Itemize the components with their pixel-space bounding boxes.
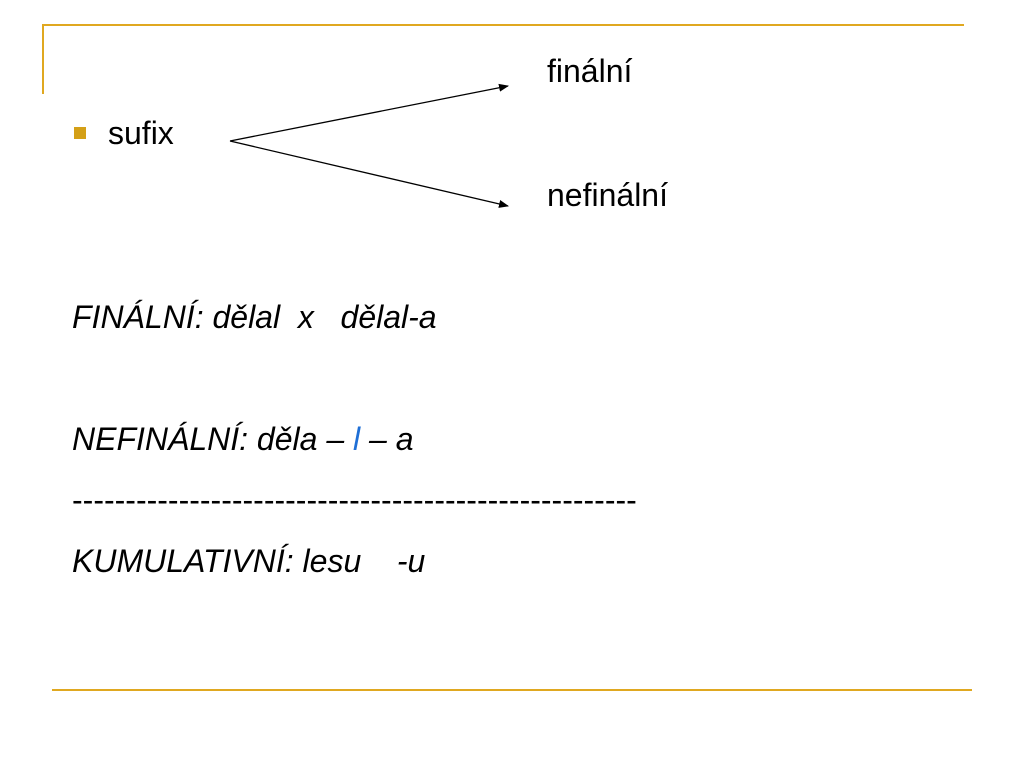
kumulativni-example: lesu -u (293, 543, 426, 579)
finalni-label: FINÁLNÍ: (72, 299, 204, 335)
finalni-line: FINÁLNÍ: dělal x dělal-a (72, 298, 437, 336)
arrow-to-finalni (229, 83, 509, 142)
nefinalni-marker: l (353, 421, 361, 457)
bullet-text-sufix: sufix (108, 115, 174, 151)
kumulativni-label: KUMULATIVNÍ: (72, 543, 294, 579)
branch-label-nefinalni: nefinální (547, 177, 668, 213)
nefinalni-label: NEFINÁLNÍ: (72, 421, 249, 457)
kumulativni-line: KUMULATIVNÍ: lesu -u (72, 542, 425, 580)
separator-line: ----------------------------------------… (72, 482, 637, 518)
finalni-example: dělal x dělal-a (203, 299, 437, 335)
bullet-square-icon (74, 127, 86, 139)
arrow-to-nefinalni (229, 140, 509, 208)
nefinalni-line: NEFINÁLNÍ: děla – l – a (72, 420, 413, 458)
nefinalni-example-end: – a (360, 421, 414, 457)
frame-left-line (42, 24, 44, 94)
frame-top-line (42, 24, 964, 26)
nefinalni-example-start: děla – (248, 421, 353, 457)
branch-label-finalni: finální (547, 53, 633, 89)
frame-bottom-line (52, 689, 972, 691)
